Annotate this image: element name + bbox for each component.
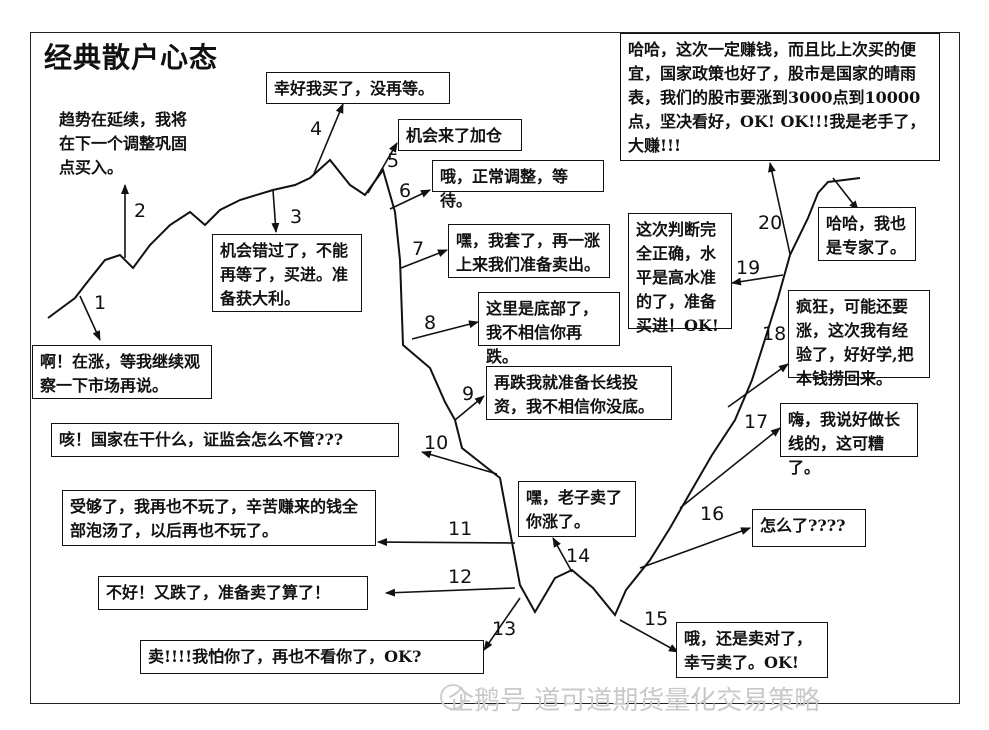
arrow-19	[731, 274, 784, 286]
step-number-3: 3	[290, 206, 303, 228]
callout-20: 哈哈，我也是专家了。	[818, 207, 916, 261]
callout-17: 嗨，我说好做长线的，这可糟了。	[780, 403, 918, 477]
arrow-12	[385, 587, 516, 597]
arrow-8	[411, 320, 479, 340]
step-number-19: 19	[736, 257, 761, 279]
arrow-14	[552, 537, 573, 573]
diagram-title: 经典散户心态	[44, 41, 219, 74]
callout-12: 不好！又跌了，准备卖了算了！	[98, 576, 368, 610]
callout-8: 这里是底部了，我不相信你再跌。	[478, 292, 620, 366]
step-number-15: 15	[644, 608, 669, 630]
step-number-4: 4	[310, 118, 323, 140]
arrow-11	[377, 538, 516, 547]
step-number-2: 2	[134, 200, 147, 222]
penguin-logo-icon	[440, 684, 466, 710]
arrow-16	[639, 527, 751, 569]
step-number-10: 10	[424, 432, 449, 454]
step-number-16: 16	[700, 503, 725, 525]
step-number-1: 1	[94, 292, 107, 314]
step-number-5: 5	[387, 150, 400, 172]
arrow-1	[79, 295, 101, 341]
step-number-18: 18	[762, 323, 787, 345]
callout-2: 趋势在延续，我将在下一个调整巩固点买入。	[52, 104, 200, 182]
callout-16: 怎么了????	[752, 509, 866, 547]
callout-11: 受够了，我再也不玩了，辛苦赚来的钱全部泡汤了，以后再也不玩了。	[62, 490, 376, 546]
step-number-7: 7	[412, 238, 425, 260]
callout-13: 卖!!!!我怕你了，再也不看你了，OK?	[140, 640, 484, 674]
arrow-10	[421, 450, 498, 475]
step-number-6: 6	[399, 180, 412, 202]
arrow-9	[454, 395, 485, 421]
callout-3: 机会错过了，不能再等了，买进。准备获大利。	[212, 234, 362, 312]
arrow-4	[312, 103, 344, 177]
price-curve	[47, 158, 861, 617]
arrow-17	[679, 427, 781, 509]
watermark-text: 企鹅号 道可道期货量化交易策略	[448, 686, 821, 716]
arrow-21	[832, 177, 859, 211]
callout-4: 幸好我买了，没再等。	[266, 72, 450, 104]
arrow-7	[400, 249, 448, 269]
callout-15: 哦，还是卖对了，幸亏卖了。OK!	[676, 622, 828, 678]
arrow-18	[727, 363, 789, 408]
arrow-15	[619, 619, 679, 653]
callout-6: 哦，正常调整，等待。	[432, 160, 604, 210]
callout-1: 啊！在涨，等我继续观察一下市场再说。	[32, 345, 212, 399]
callout-top: 哈哈，这次一定赚钱，而且比上次买的便宜，国家政策也好了，股市是国家的晴雨表，我们…	[620, 33, 940, 161]
diagram-frame	[30, 32, 960, 704]
step-number-20: 20	[758, 212, 783, 234]
arrow-20	[768, 162, 791, 255]
callout-19: 这次判断完全正确，水平是高水准的了，准备买进！OK!	[628, 213, 732, 335]
callout-9: 再跌我就准备长线投资，我不相信你没底。	[486, 366, 672, 420]
callout-18: 疯狂，可能还要涨，这次我有经验了，好好学,把本钱捞回来。	[788, 290, 930, 388]
arrow-5	[367, 142, 398, 194]
arrow-13	[483, 597, 521, 651]
callout-14: 嘿，老子卖了你涨了。	[518, 481, 636, 537]
callout-7: 嘿，我套了，再一涨上来我们准备卖出。	[448, 224, 610, 278]
step-number-13: 13	[492, 618, 517, 640]
arrow-3	[271, 189, 280, 233]
step-number-9: 9	[462, 383, 475, 405]
step-number-17: 17	[744, 411, 769, 433]
step-number-14: 14	[566, 545, 591, 567]
callout-5: 机会来了加仓	[398, 119, 522, 151]
arrow-6	[389, 189, 431, 210]
callout-10: 咳！国家在干什么，证监会怎么不管???	[51, 423, 399, 457]
step-number-12: 12	[448, 566, 473, 588]
step-number-11: 11	[448, 518, 473, 540]
step-number-8: 8	[424, 312, 437, 334]
